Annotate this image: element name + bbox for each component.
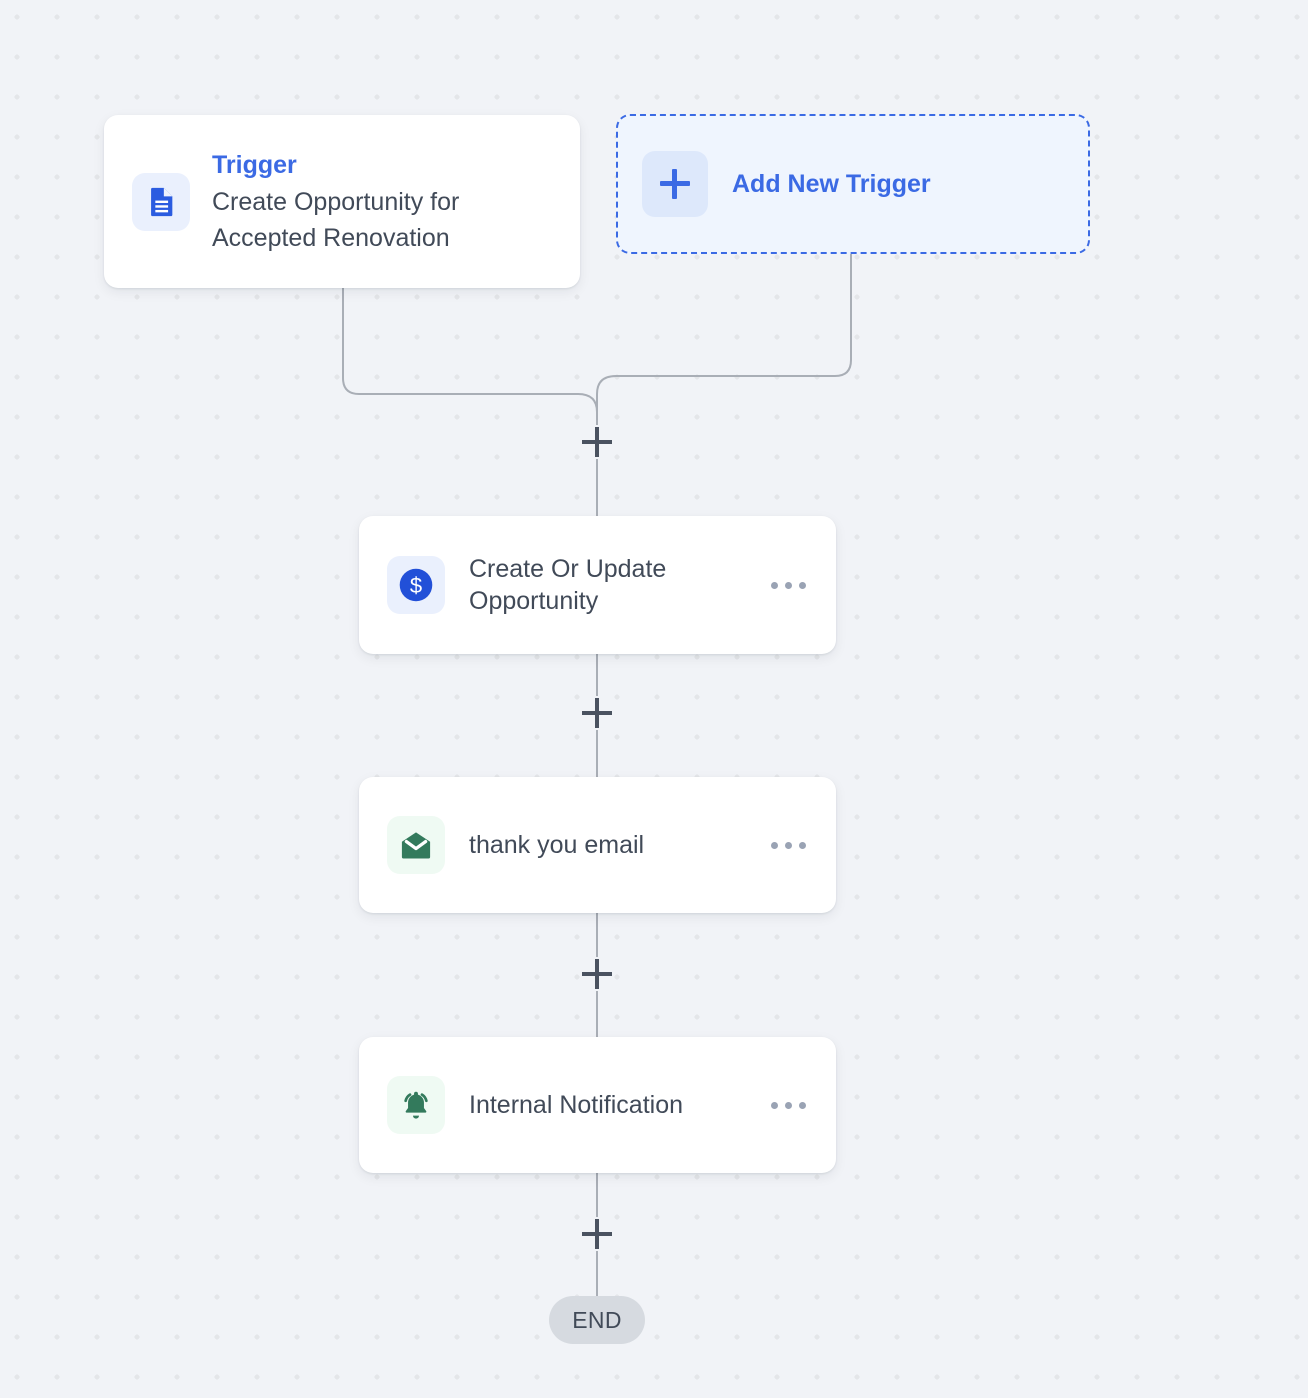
add-step-plus-icon-merge[interactable] bbox=[580, 425, 614, 459]
add-step-plus-icon-1[interactable] bbox=[580, 696, 614, 730]
trigger-text-block: Trigger Create Opportunity for Accepted … bbox=[212, 148, 512, 256]
add-step-plus-icon-3[interactable] bbox=[580, 1217, 614, 1251]
node-title: Internal Notification bbox=[469, 1091, 684, 1119]
node-create-or-update-opportunity[interactable]: $ Create Or Update Opportunity bbox=[359, 516, 836, 654]
trigger-title: Create Opportunity for Accepted Renovati… bbox=[212, 187, 460, 252]
end-badge: END bbox=[549, 1296, 645, 1344]
dollar-circle-icon: $ bbox=[387, 556, 445, 614]
bell-ringing-icon bbox=[387, 1076, 445, 1134]
open-envelope-icon bbox=[387, 816, 445, 874]
add-new-trigger-label: Add New Trigger bbox=[732, 169, 931, 198]
trigger-card[interactable]: Trigger Create Opportunity for Accepted … bbox=[104, 115, 580, 288]
add-step-plus-icon-2[interactable] bbox=[580, 957, 614, 991]
trigger-label: Trigger bbox=[212, 150, 297, 179]
document-icon bbox=[132, 172, 190, 231]
svg-text:$: $ bbox=[410, 573, 422, 598]
plus-icon bbox=[642, 151, 708, 217]
node-more-options-button[interactable] bbox=[769, 576, 808, 595]
node-thank-you-email[interactable]: thank you email bbox=[359, 777, 836, 913]
node-internal-notification[interactable]: Internal Notification bbox=[359, 1037, 836, 1173]
node-more-options-button[interactable] bbox=[769, 1096, 808, 1115]
node-more-options-button[interactable] bbox=[769, 836, 808, 855]
node-title: Create Or Update Opportunity bbox=[469, 555, 667, 615]
add-new-trigger-button[interactable]: Add New Trigger bbox=[616, 114, 1090, 254]
node-title: thank you email bbox=[469, 831, 645, 859]
